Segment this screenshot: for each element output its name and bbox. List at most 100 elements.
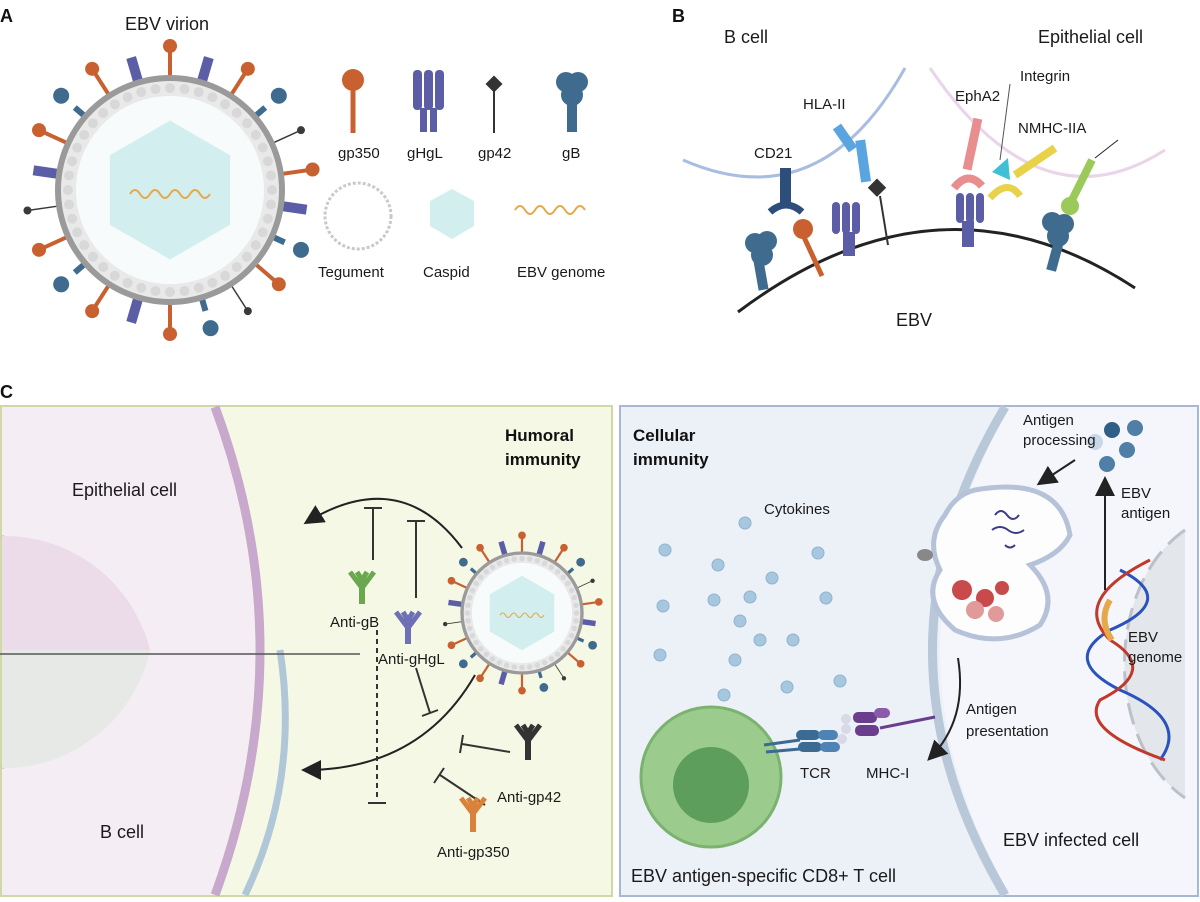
- legend-gb: gB: [556, 72, 588, 162]
- ebv-antigen-2: antigen: [1121, 505, 1170, 522]
- virion-gp350-spike: [566, 651, 585, 668]
- cellular-title-2: immunity: [633, 450, 709, 469]
- epha2-label: EphA2: [955, 88, 1000, 105]
- virion-gp42-spike: [442, 621, 463, 627]
- ebv-virion-a: [23, 39, 320, 341]
- cytokine: [811, 546, 825, 560]
- virion-gp42-spike: [554, 663, 567, 681]
- virion-ghgl-spike: [196, 56, 214, 84]
- antigen-presentation-1: Antigen: [966, 701, 1017, 718]
- virion-ghgl-spike: [126, 296, 144, 324]
- legend-gp42-label: gp42: [478, 145, 511, 162]
- antigen-processing-organelle: [930, 484, 1073, 642]
- legend-gp42: gp42: [478, 75, 511, 162]
- anti-ghgl-label: Anti-gHgL: [378, 651, 445, 668]
- infected-cell-label: EBV infected cell: [1003, 830, 1139, 850]
- antigen-processing-2: processing: [1023, 432, 1096, 449]
- cytokine: [765, 571, 779, 585]
- virion-gp350-spike: [476, 662, 491, 683]
- humoral-title-2: immunity: [505, 450, 581, 469]
- hla-ii-label: HLA-II: [803, 96, 846, 113]
- panel-b-letter: B: [672, 6, 685, 26]
- arrow-to-epithelial: [303, 497, 463, 549]
- green-receptor: [1061, 139, 1119, 215]
- ebv-antigen-1: EBV: [1121, 485, 1151, 502]
- virion-gp350-spike: [228, 61, 255, 97]
- cytokine: [780, 680, 794, 694]
- anti-gb-antibody: Anti-gB: [330, 570, 379, 631]
- legend-genome-label: EBV genome: [517, 264, 605, 281]
- legend-gp350-label: gp350: [338, 145, 380, 162]
- legend-gp350: gp350: [338, 69, 380, 162]
- virion-gp42-spike: [271, 126, 305, 145]
- virion-gp42-spike: [229, 283, 252, 316]
- panel-a-letter: A: [0, 6, 13, 26]
- gp42-protein: [867, 178, 889, 246]
- mhc-i-label: MHC-I: [866, 765, 909, 782]
- ebv-membrane-b: [737, 227, 1136, 314]
- virion-gp350-spike: [518, 673, 526, 695]
- epithelial-membrane: [928, 67, 1166, 178]
- virion-gb-spike: [53, 261, 88, 293]
- virion-gp350-spike: [581, 598, 603, 606]
- infected-nucleus: [1122, 528, 1186, 800]
- cytokine: [833, 674, 847, 688]
- antigen-processing-1: Antigen: [1023, 412, 1074, 429]
- ebv-antigen-dots: [1087, 420, 1143, 472]
- arrow-to-bcell: [301, 674, 476, 780]
- ebv-virion-c: [442, 531, 603, 695]
- epithelial-cell-label-c: Epithelial cell: [72, 480, 177, 500]
- virion-ghgl-spike: [32, 165, 60, 180]
- epithelial-cell-label: Epithelial cell: [1038, 27, 1143, 47]
- panel-a: A EBV virion gp350 gHgL gp42: [0, 6, 605, 341]
- epha2-receptor: EphA2: [950, 88, 1000, 191]
- panel-b: B B cell Epithelial cell: [672, 6, 1166, 330]
- legend-ghgl: gHgL: [407, 70, 444, 162]
- virion-ghgl-spike: [536, 540, 546, 557]
- gp350-protein: [793, 219, 825, 278]
- cytokine-particles: [653, 516, 847, 702]
- cytokines-label: Cytokines: [764, 501, 830, 518]
- virion-ghgl-spike: [580, 618, 596, 627]
- tcr-complex: TCR: [763, 730, 840, 782]
- cd8-t-cell: [639, 705, 783, 849]
- virion-gp42-spike: [23, 205, 60, 215]
- epithelial-membrane-c: [210, 405, 265, 897]
- anti-gp42-label: Anti-gp42: [497, 789, 561, 806]
- cytokine: [707, 593, 721, 607]
- cytokine: [753, 633, 767, 647]
- cytokine: [717, 688, 731, 702]
- anti-gp350-antibody: Anti-gp350: [437, 796, 510, 861]
- legend-genome: EBV genome: [514, 205, 605, 281]
- gb-protein-2: [1042, 212, 1074, 272]
- cytokine: [656, 599, 670, 613]
- virion-gp350-spike: [476, 543, 491, 564]
- virion-ghgl-spike: [498, 540, 508, 557]
- ebv-label-b: EBV: [896, 310, 932, 330]
- cytokine: [733, 614, 747, 628]
- b-cell-label: B cell: [724, 27, 768, 47]
- integrin-receptor: Integrin: [992, 68, 1070, 180]
- virion-title: EBV virion: [125, 14, 209, 34]
- virion-ghgl-spike: [448, 599, 464, 608]
- b-cell-label-c: B cell: [100, 822, 144, 842]
- cytokine: [738, 516, 752, 530]
- virion-gp350-spike: [163, 39, 177, 78]
- cellular-title-1: Cellular: [633, 426, 696, 445]
- arrow-presentation: [927, 657, 962, 761]
- virion-gp350-spike: [553, 543, 568, 564]
- anti-ghgl-antibody: Anti-gHgL: [378, 610, 445, 668]
- virion-gp350-spike: [280, 162, 320, 177]
- virion-gb-spike: [252, 87, 287, 119]
- legend-ghgl-label: gHgL: [407, 145, 443, 162]
- virion-gp350-spike: [32, 123, 69, 146]
- virion-gp350-spike: [85, 283, 112, 319]
- cytokine: [786, 633, 800, 647]
- anti-gb-label: Anti-gB: [330, 614, 379, 631]
- anti-gp42-antibody: Anti-gp42: [497, 723, 561, 806]
- humoral-title-1: Humoral: [505, 426, 574, 445]
- cytokine: [711, 558, 725, 572]
- mhc-i-complex: MHC-I: [837, 708, 936, 782]
